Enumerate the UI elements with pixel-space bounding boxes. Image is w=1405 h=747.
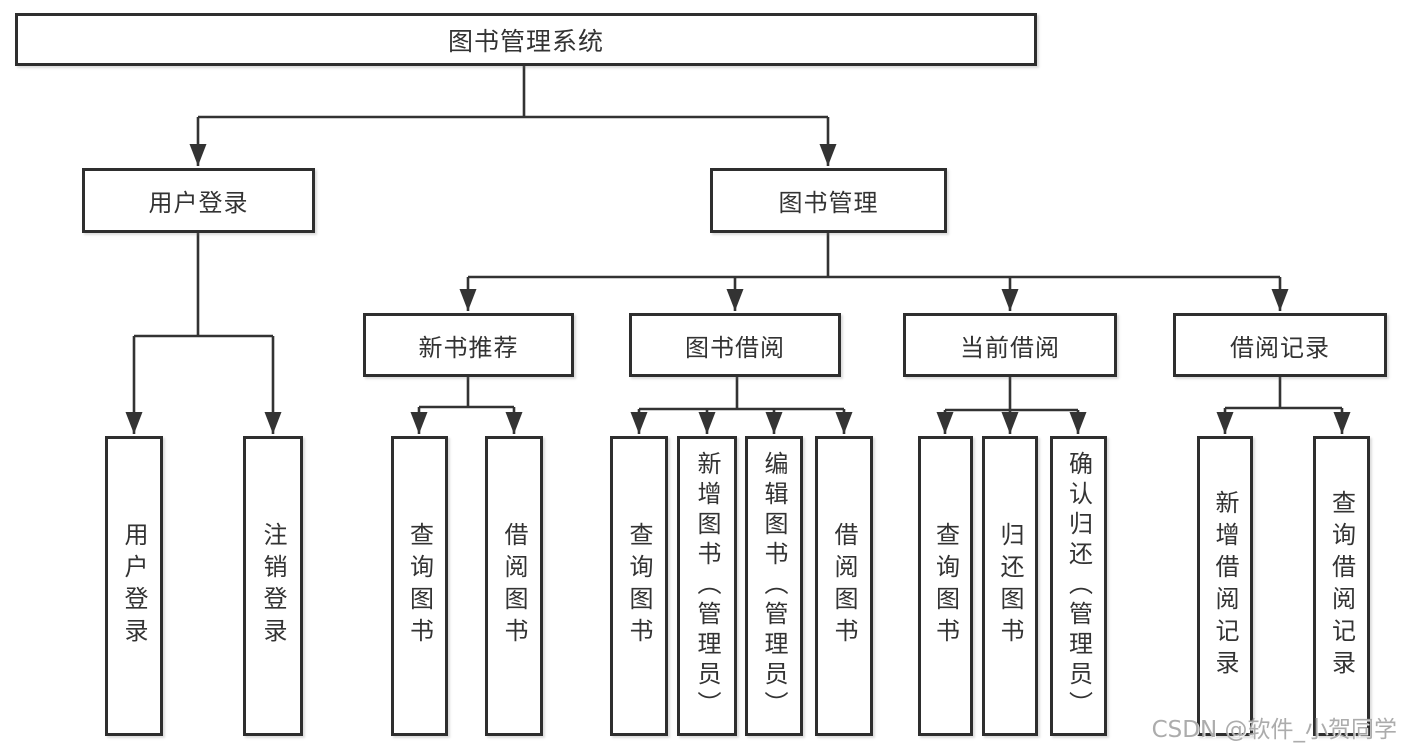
leaf-query-book-borrow: 查询图书 bbox=[610, 436, 668, 736]
borrow-record-node: 借阅记录 bbox=[1173, 313, 1387, 377]
book-borrow-node: 图书借阅 bbox=[629, 313, 841, 377]
leaf-user-login: 用户登录 bbox=[105, 436, 163, 736]
leaf-logout: 注销登录 bbox=[243, 436, 303, 736]
leaf-confirm-return-admin: 确认归还（管理员） bbox=[1050, 436, 1107, 736]
new-book-recommend-node: 新书推荐 bbox=[363, 313, 574, 377]
leaf-query-borrow-record: 查询借阅记录 bbox=[1313, 436, 1370, 736]
user-login-node: 用户登录 bbox=[82, 168, 315, 233]
leaf-add-book-admin: 新增图书（管理员） bbox=[677, 436, 737, 736]
leaf-add-borrow-record: 新增借阅记录 bbox=[1197, 436, 1253, 736]
book-management-node: 图书管理 bbox=[710, 168, 947, 233]
leaf-return-book: 归还图书 bbox=[982, 436, 1038, 736]
leaf-borrow-book-recommend: 借阅图书 bbox=[485, 436, 543, 736]
leaf-edit-book-admin: 编辑图书（管理员） bbox=[745, 436, 803, 736]
leaf-query-book-current: 查询图书 bbox=[918, 436, 973, 736]
root-node-library-management-system: 图书管理系统 bbox=[15, 13, 1037, 66]
current-borrow-node: 当前借阅 bbox=[903, 313, 1117, 377]
csdn-watermark: CSDN @软件_小贺同学 bbox=[1151, 717, 1397, 743]
leaf-query-book-recommend: 查询图书 bbox=[391, 436, 448, 736]
leaf-borrow-book: 借阅图书 bbox=[815, 436, 873, 736]
